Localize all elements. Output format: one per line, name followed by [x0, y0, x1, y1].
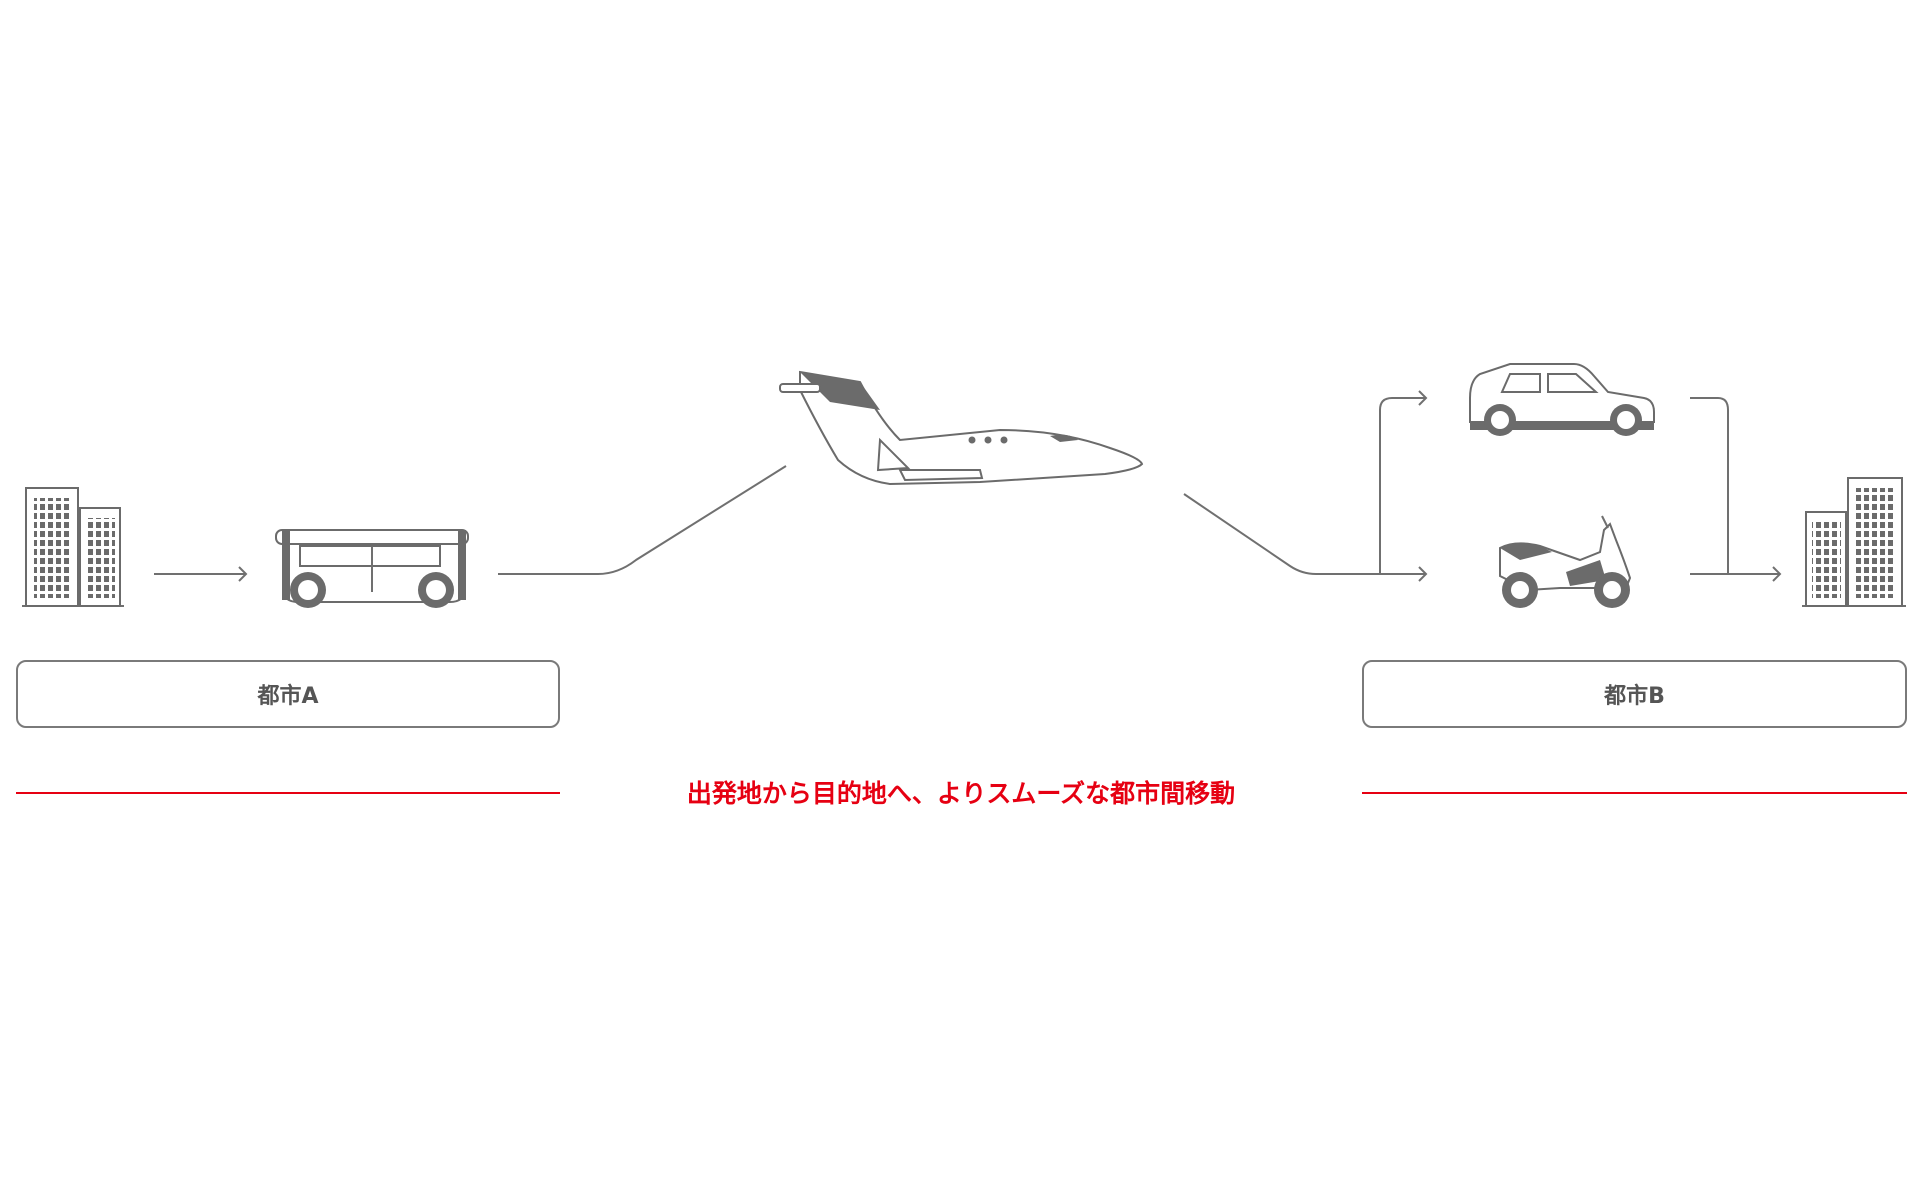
destination-buildings-icon — [1802, 477, 1906, 607]
autonomous-shuttle-icon — [275, 529, 469, 608]
arrow-to-car — [1418, 390, 1428, 406]
branch-up-to-car — [1379, 397, 1426, 574]
city-a-label-box: 都市A — [16, 660, 560, 728]
connector-to-jet — [498, 465, 787, 575]
caption-rule-left — [16, 792, 560, 794]
origin-buildings-icon — [22, 487, 124, 607]
arrow-to-destination — [1690, 566, 1782, 582]
business-jet-icon — [779, 370, 1144, 486]
city-b-label-box: 都市B — [1362, 660, 1907, 728]
city-b-label: 都市B — [1604, 684, 1665, 709]
caption-rule-right — [1362, 792, 1907, 794]
arrow-to-scooter — [1418, 566, 1428, 582]
connector-from-jet — [1183, 493, 1426, 575]
scooter-icon — [1499, 515, 1632, 608]
connector-from-car — [1690, 397, 1729, 574]
city-a-label: 都市A — [257, 684, 319, 709]
car-icon — [1469, 363, 1655, 436]
caption: 出発地から目的地へ、よりスムーズな都市間移動 — [686, 779, 1236, 808]
arrow-to-shuttle — [154, 566, 248, 582]
